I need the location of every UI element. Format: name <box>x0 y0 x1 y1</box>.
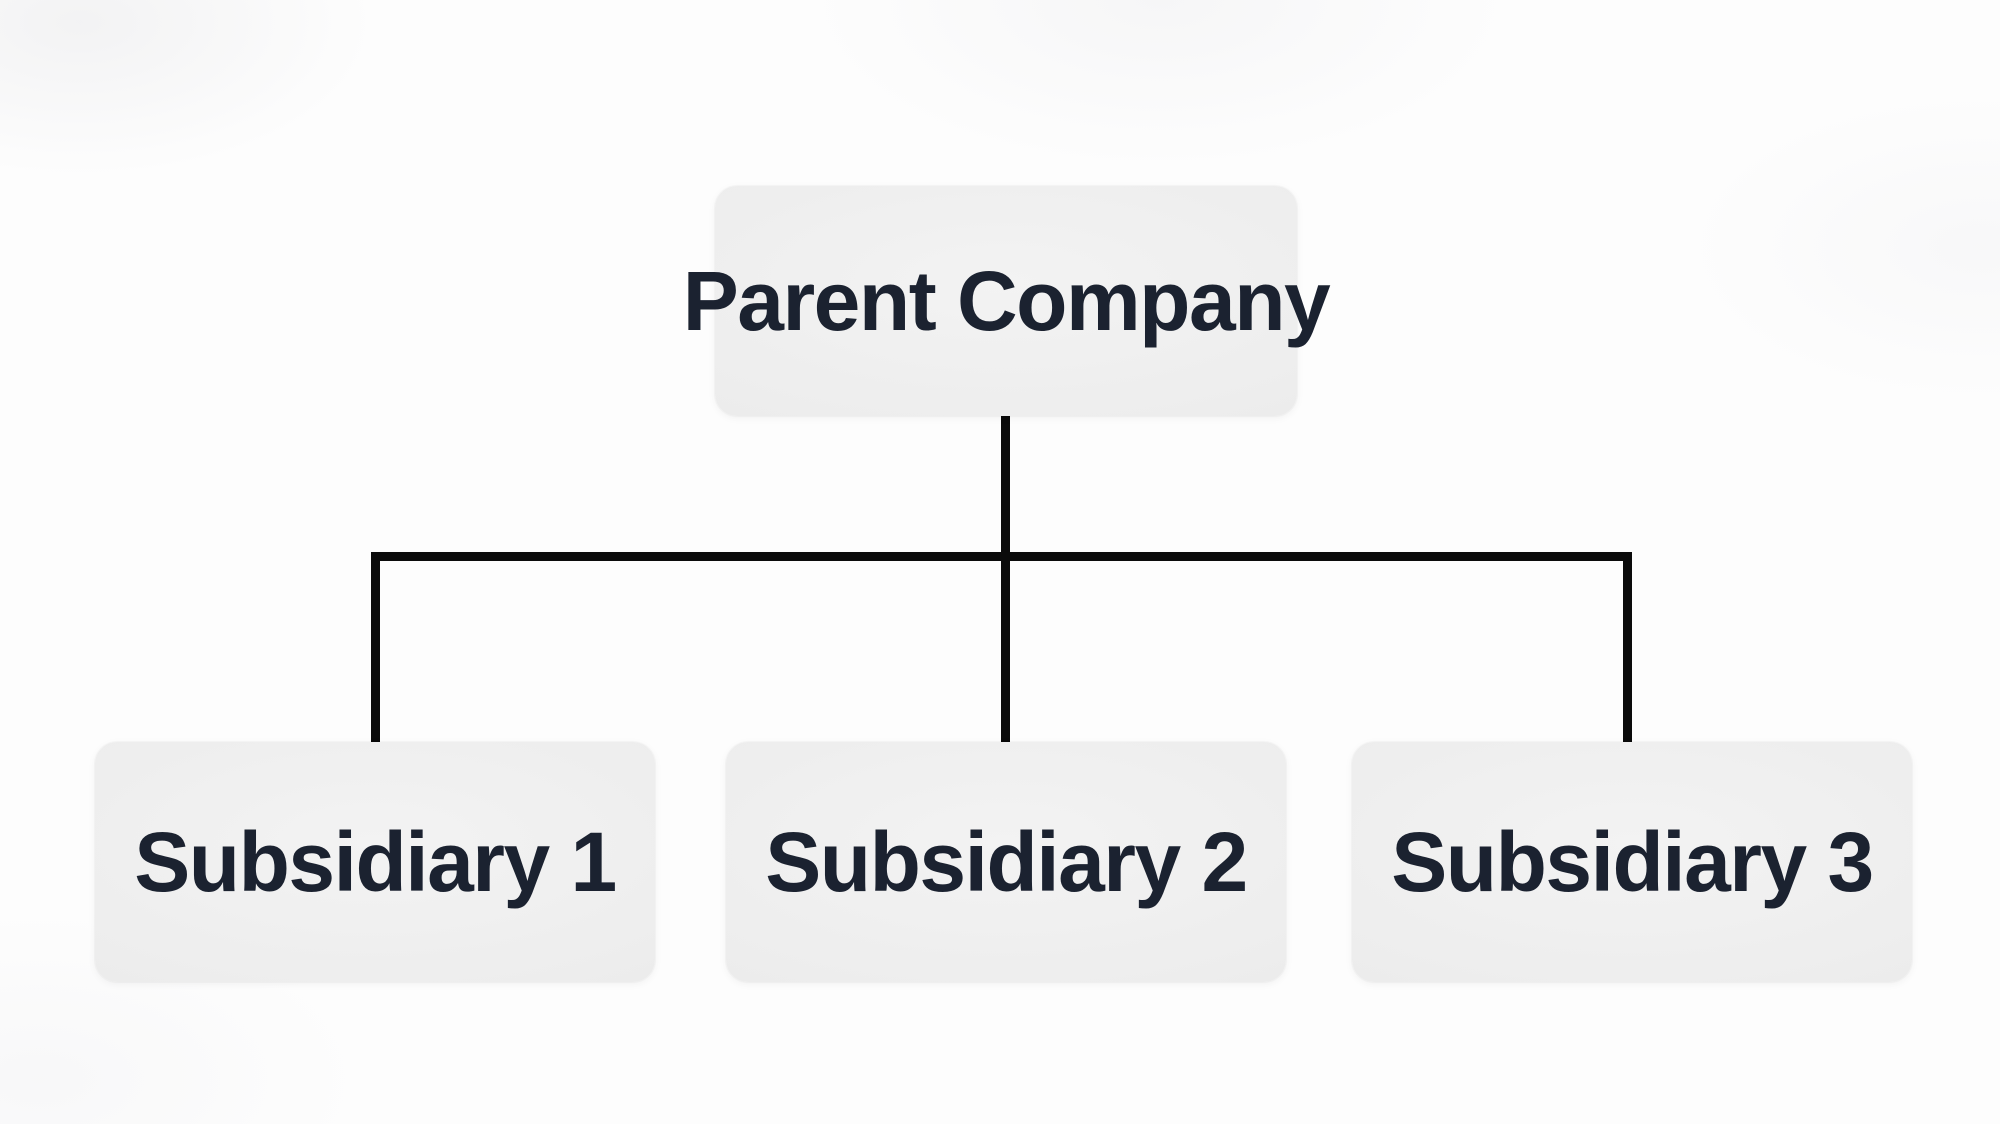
node-parent-company-label: Parent Company <box>682 253 1331 348</box>
connector-drop-subsidiary-3 <box>1623 552 1632 744</box>
node-subsidiary-3-label: Subsidiary 3 <box>1391 814 1874 909</box>
node-subsidiary-1-label: Subsidiary 1 <box>134 814 617 909</box>
node-subsidiary-2-label: Subsidiary 2 <box>765 814 1248 909</box>
connector-horizontal-bus <box>371 552 1632 561</box>
node-subsidiary-2: Subsidiary 2 <box>726 742 1286 982</box>
node-subsidiary-1: Subsidiary 1 <box>95 742 655 982</box>
node-parent-company: Parent Company <box>683 186 1331 416</box>
node-subsidiary-3: Subsidiary 3 <box>1352 742 1912 982</box>
connector-parent-to-children <box>1001 414 1010 744</box>
connector-drop-subsidiary-1 <box>371 552 380 744</box>
